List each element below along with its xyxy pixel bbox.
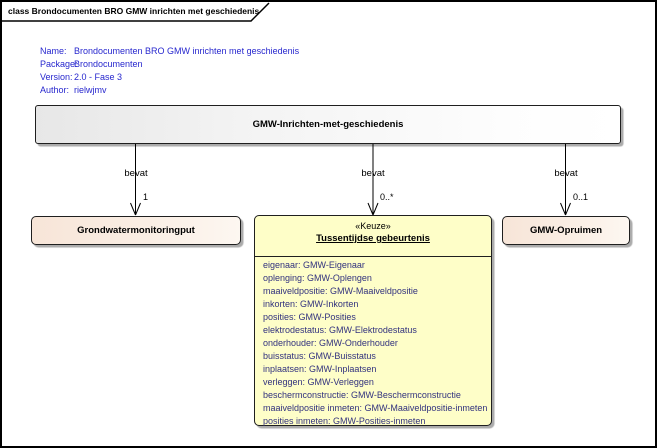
relation-label-bevat-1: bevat xyxy=(124,168,148,179)
attribute: maaiveldpositie inmeten: GMW-Maaiveldpos… xyxy=(263,403,488,413)
attribute-compartment: eigenaar: GMW-Eigenaar oplenging: GMW-Op… xyxy=(255,257,491,428)
attribute: elektrodestatus: GMW-Elektrodestatus xyxy=(263,325,417,335)
relation-multiplicity-2: 0..* xyxy=(380,192,394,202)
attribute: beschermconstructie: GMW-Beschermconstru… xyxy=(263,390,461,400)
relation-label-bevat-2: bevat xyxy=(361,168,385,179)
attribute: onderhouder: GMW-Onderhouder xyxy=(263,338,398,348)
class-header: «Keuze» Tussentijdse gebeurtenis xyxy=(255,216,491,257)
attribute: inkorten: GMW-Inkorten xyxy=(263,299,359,309)
attribute: posities: GMW-Posities xyxy=(263,312,356,322)
attribute: posities inmeten: GMW-Posities-inmeten xyxy=(263,416,426,426)
class-box-grondwatermonitoringput[interactable]: Grondwatermonitoringput xyxy=(31,216,241,245)
class-box-tussentijdse-gebeurtenis[interactable]: «Keuze» Tussentijdse gebeurtenis eigenaa… xyxy=(254,215,492,426)
metadata-label: Author: xyxy=(40,85,70,95)
metadata-label: Package: xyxy=(40,59,78,69)
attribute: eigenaar: GMW-Eigenaar xyxy=(263,260,365,270)
attribute: maaiveldpositie: GMW-Maaiveldpositie xyxy=(263,286,418,296)
class-box-gmw-inrichten-met-geschiedenis[interactable]: GMW-Inrichten-met-geschiedenis xyxy=(35,105,621,144)
class-name: Grondwatermonitoringput xyxy=(77,225,195,236)
metadata-row-package: Package: Brondocumenten xyxy=(40,58,299,71)
frame-tab-outline xyxy=(2,2,270,22)
diagram-frame-tab: class Brondocumenten BRO GMW inrichten m… xyxy=(2,2,274,22)
metadata-label: Version: xyxy=(40,72,73,82)
diagram-metadata: Name: Brondocumenten BRO GMW inrichten m… xyxy=(40,45,299,97)
class-stereotype: «Keuze» xyxy=(355,221,391,231)
metadata-value: Brondocumenten BRO GMW inrichten met ges… xyxy=(74,46,300,56)
metadata-value: rielwjmv xyxy=(74,85,107,95)
frame-tab-label: class Brondocumenten BRO GMW inrichten m… xyxy=(8,6,260,16)
metadata-label: Name: xyxy=(40,46,67,56)
relation-multiplicity-3: 0..1 xyxy=(573,192,589,202)
attribute: verleggen: GMW-Verleggen xyxy=(263,377,374,387)
attribute: oplenging: GMW-Oplengen xyxy=(263,273,372,283)
metadata-row-version: Version: 2.0 - Fase 3 xyxy=(40,71,299,84)
class-box-gmw-opruimen[interactable]: GMW-Opruimen xyxy=(502,216,630,245)
class-name: GMW-Opruimen xyxy=(529,225,603,236)
attribute: inplaatsen: GMW-Inplaatsen xyxy=(263,364,377,374)
relation-label-bevat-3: bevat xyxy=(554,168,578,179)
relation-multiplicity-1: 1 xyxy=(143,192,149,202)
metadata-row-name: Name: Brondocumenten BRO GMW inrichten m… xyxy=(40,45,299,58)
class-name: GMW-Inrichten-met-geschiedenis xyxy=(252,119,404,130)
attribute: buisstatus: GMW-Buisstatus xyxy=(263,351,376,361)
class-name: Tussentijdse gebeurtenis xyxy=(316,233,430,244)
metadata-value: Brondocumenten xyxy=(74,59,143,69)
metadata-row-author: Author: rielwjmv xyxy=(40,84,299,97)
metadata-value: 2.0 - Fase 3 xyxy=(74,72,123,82)
